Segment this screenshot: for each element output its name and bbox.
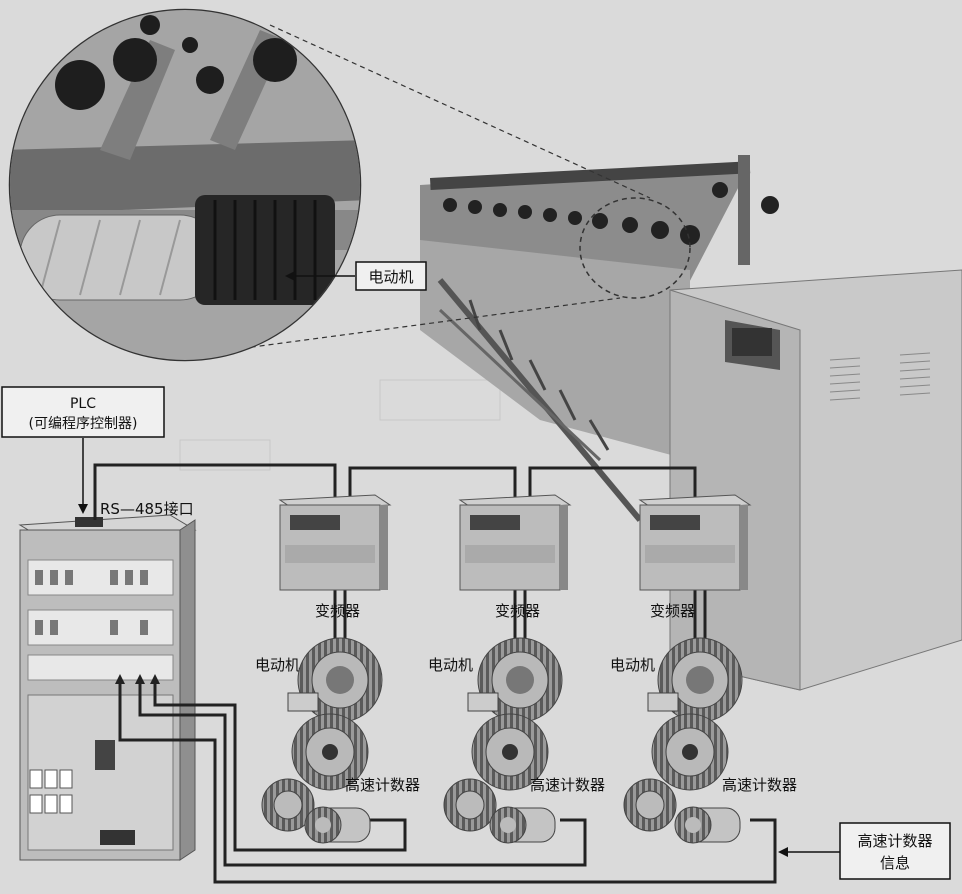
- counter-1-label: 高速计数器: [345, 776, 420, 794]
- motor-1-label: 电动机: [255, 656, 300, 674]
- counter-info-line2: 信息: [880, 854, 910, 872]
- plc-label-line1: PLC: [70, 396, 96, 412]
- inverter-2: [460, 495, 570, 590]
- counter-3-label: 高速计数器: [722, 776, 797, 794]
- plc-cabinet: [20, 515, 195, 860]
- motor-3-label: 电动机: [610, 656, 655, 674]
- small-gear-2-icon: [444, 779, 496, 831]
- motor-callout-label: 电动机: [368, 268, 413, 286]
- counter-3-encoder-icon: [675, 807, 740, 843]
- counter-2-label: 高速计数器: [530, 776, 605, 794]
- small-gear-3-icon: [624, 779, 676, 831]
- counter-2-encoder-icon: [490, 807, 555, 843]
- rs485-port: [75, 517, 103, 527]
- middle-gear-3-icon: [652, 714, 728, 790]
- inverter-1-label: 变频器: [315, 602, 360, 620]
- inverter-3-label: 变频器: [650, 602, 695, 620]
- counter-1-encoder-icon: [305, 807, 370, 843]
- inverter-3: [640, 495, 750, 590]
- counter-info-line1: 高速计数器: [857, 832, 932, 850]
- plc-label-line2: (可编程序控制器): [29, 416, 138, 432]
- inverter-2-label: 变频器: [495, 602, 540, 620]
- inverter-1: [280, 495, 390, 590]
- rs485-label: RS—485接口: [100, 500, 194, 518]
- motor-2-label: 电动机: [428, 656, 473, 674]
